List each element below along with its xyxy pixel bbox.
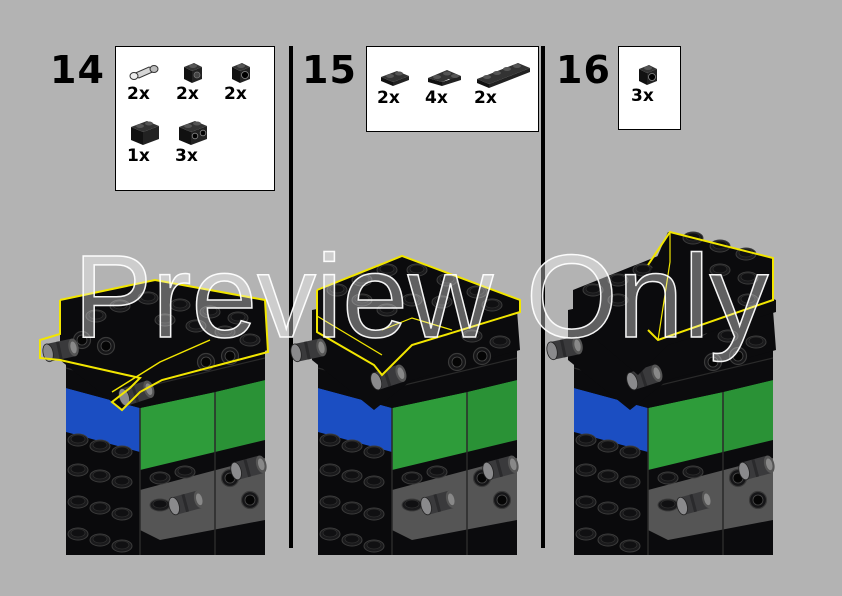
parts-list-step-15: 2x 4x 2x [366, 46, 539, 132]
plate-1x4-icon [477, 63, 530, 88]
part-item: 4x [425, 67, 465, 107]
part-quantity: 4x [425, 88, 448, 108]
model-step-16 [544, 230, 776, 555]
part-item: 2x [176, 59, 216, 103]
step-number-16: 16 [556, 48, 611, 92]
brick-1x2-technic-icon [179, 121, 207, 145]
part-quantity: 3x [175, 146, 198, 166]
part-item: 2x [127, 61, 167, 103]
plate-1x2-icon [381, 71, 409, 86]
step-divider [541, 46, 545, 548]
technic-pin-icon [129, 65, 159, 80]
brick-1x2-icon [131, 121, 159, 145]
parts-list-step-14: 2x 2x 2x 1x [115, 46, 275, 191]
part-quantity: 2x [377, 88, 400, 108]
model-step-14 [39, 278, 268, 555]
model-step-15 [288, 254, 520, 555]
part-item: 2x [474, 59, 534, 107]
part-item: 2x [224, 59, 264, 103]
part-quantity: 1x [127, 146, 150, 166]
part-quantity: 2x [474, 88, 497, 108]
plate-corner-icon [428, 70, 461, 86]
part-item: 1x [127, 117, 167, 165]
step-divider [289, 46, 293, 548]
part-quantity: 2x [176, 84, 199, 104]
part-item: 3x [175, 117, 215, 165]
parts-list-step-16: 3x [618, 46, 681, 130]
step-number-15: 15 [302, 48, 357, 92]
brick-1x1-technic-icon [639, 65, 657, 85]
brick-1x1-technic-icon [232, 63, 250, 83]
brick-1x1-side-stud-icon [184, 63, 202, 83]
part-quantity: 2x [127, 84, 150, 104]
part-item: 2x [377, 67, 417, 107]
step-number-14: 14 [50, 48, 105, 92]
part-item: 3x [631, 61, 671, 105]
part-quantity: 2x [224, 84, 247, 104]
part-quantity: 3x [631, 86, 654, 106]
